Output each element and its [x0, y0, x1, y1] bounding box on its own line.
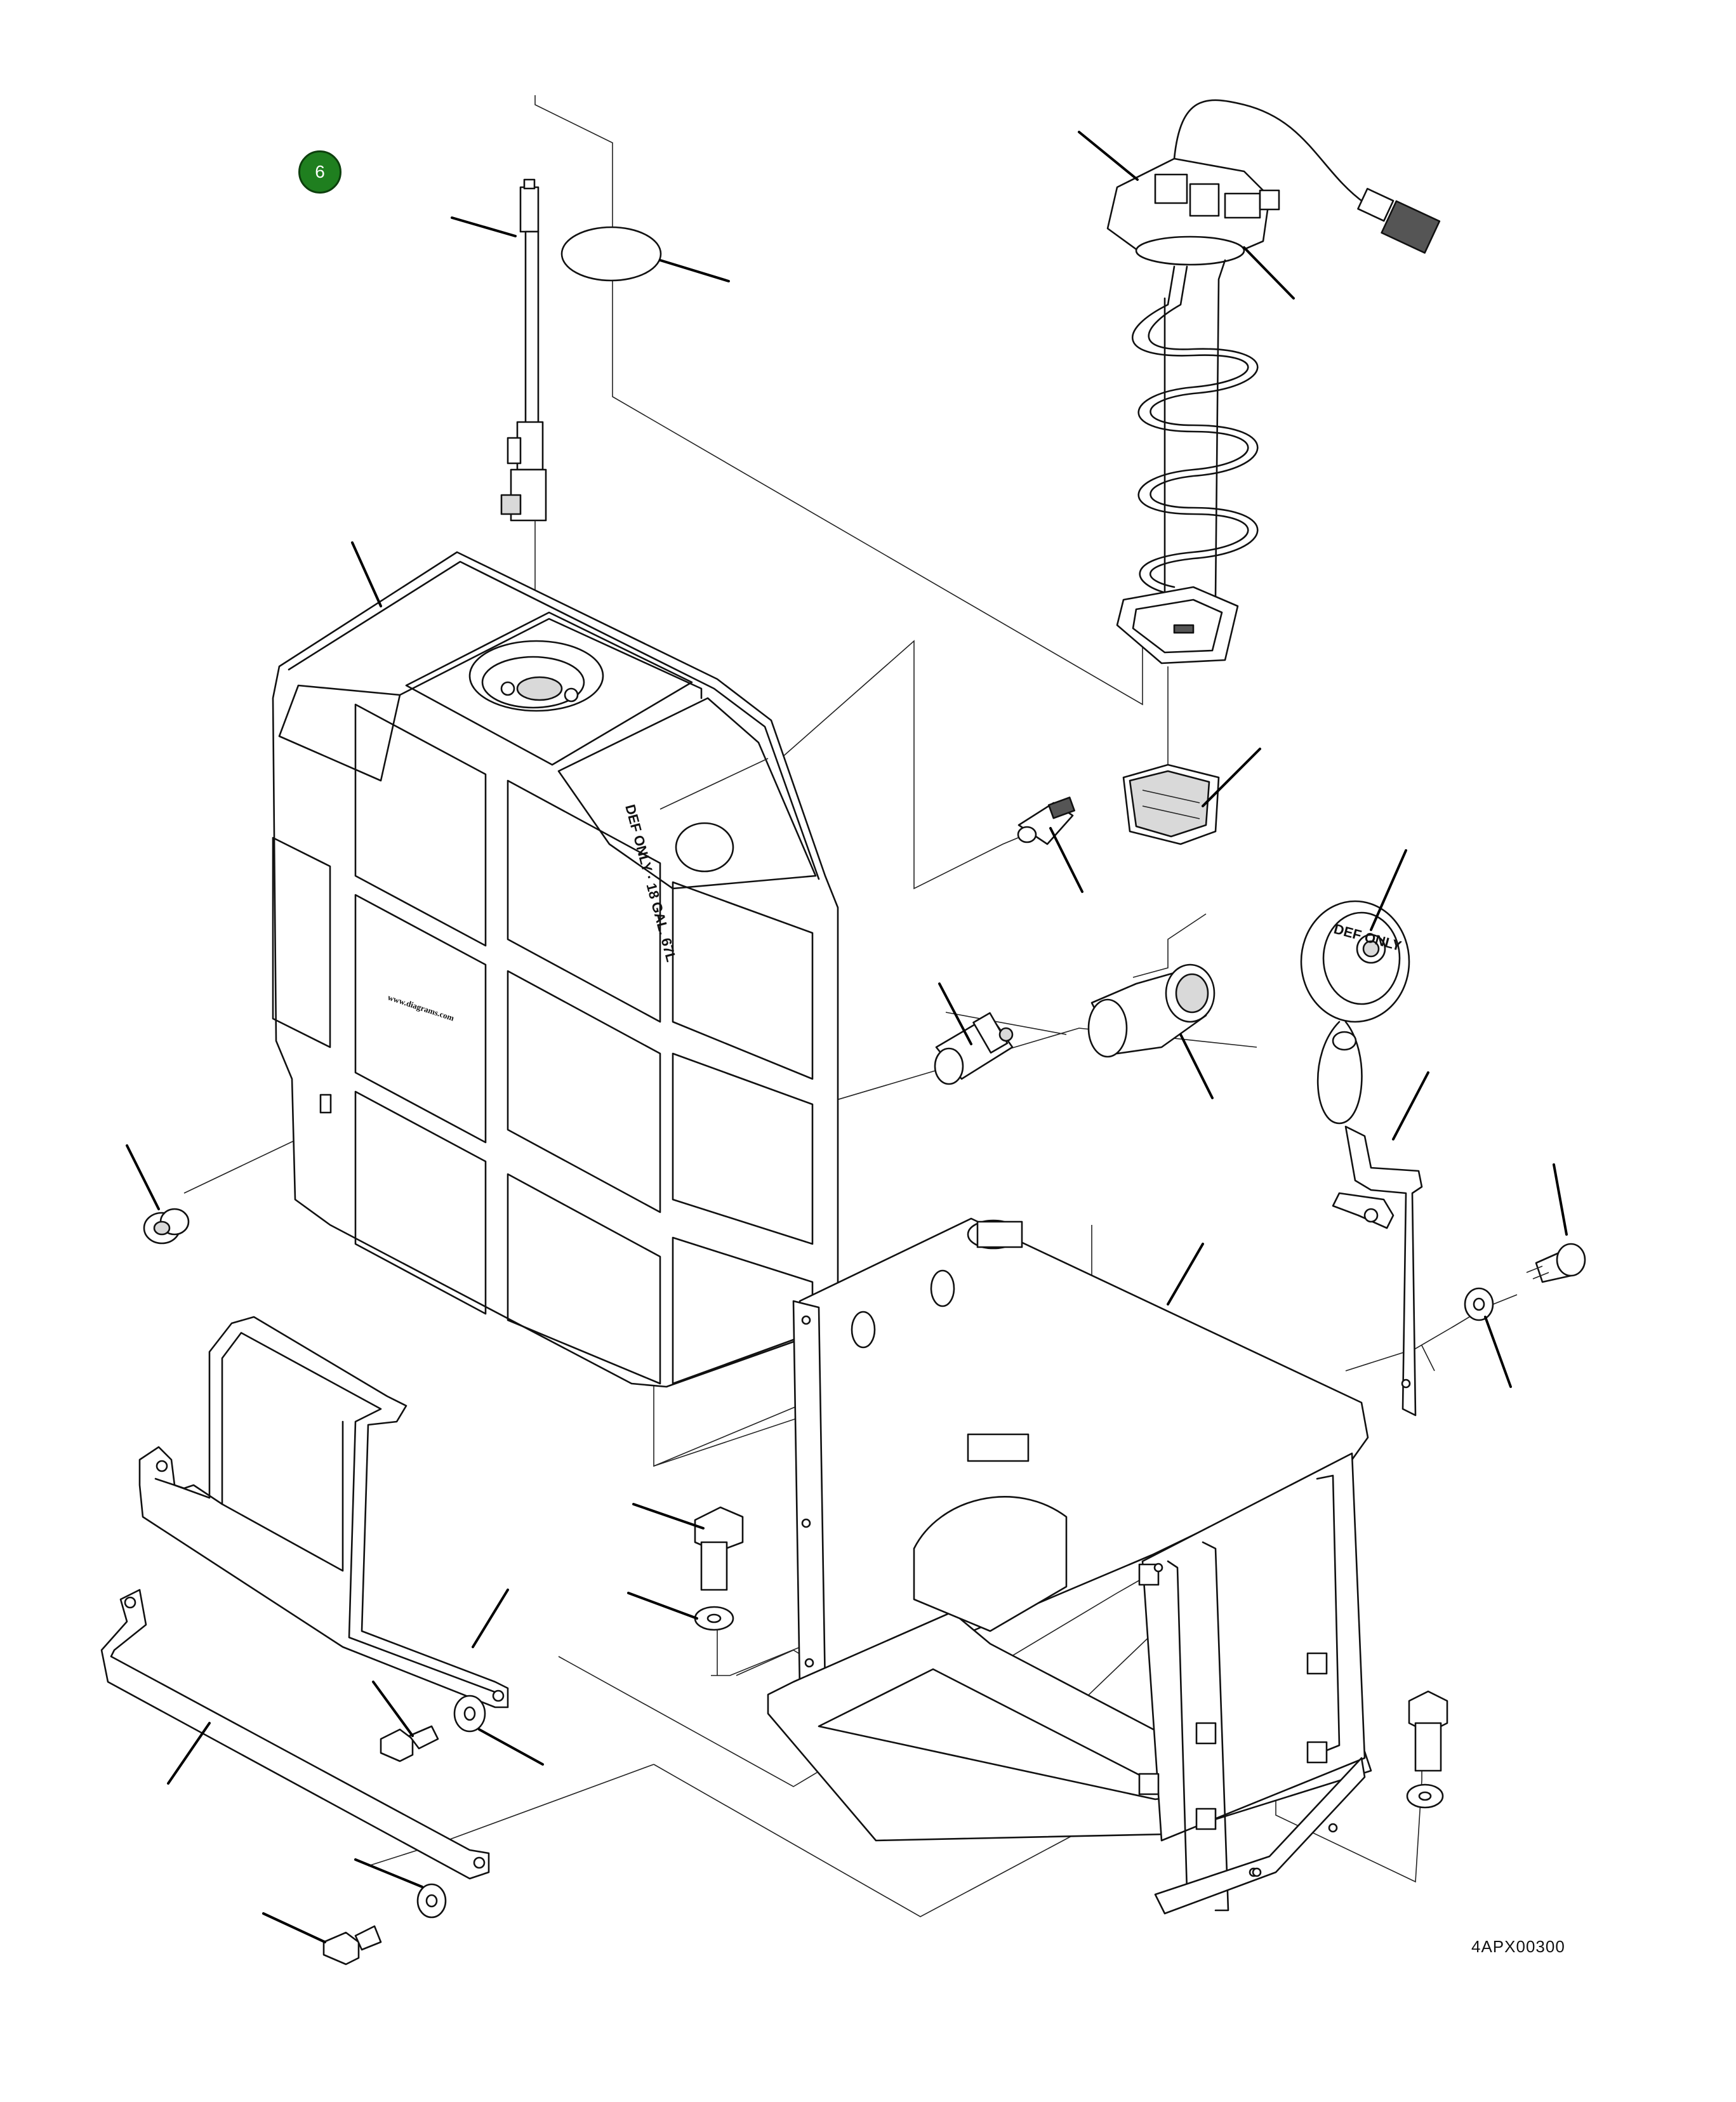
- lower-strap: [100, 1589, 490, 1880]
- def-tank: DEF ONLY · 18 GAL. 67L www.diagrams.com: [272, 551, 839, 1388]
- bracket-bolt: [1526, 1243, 1586, 1283]
- filler-adapter: [934, 1012, 1014, 1085]
- gasket-seal: [560, 226, 662, 282]
- filler-neck: [1087, 963, 1216, 1058]
- level-sensor-rod: [500, 178, 547, 673]
- strap-bolt-upper: [380, 1725, 439, 1762]
- drawing-code-label: 4APX00300: [1471, 1937, 1565, 1956]
- pump-heater-module: [1106, 99, 1441, 771]
- drain-plug: [143, 1208, 190, 1245]
- filler-cap: DEF ONLY: [1300, 900, 1410, 1125]
- upright-bracket: [1332, 1125, 1423, 1417]
- callout-number-badge[interactable]: 6: [298, 150, 341, 194]
- hold-down-strap: [138, 1316, 509, 1709]
- strainer-filter: [1122, 763, 1220, 845]
- leader-lines: [126, 131, 1568, 1943]
- tray-bolt-right: [1408, 1690, 1448, 1772]
- temperature-sensor: [1017, 797, 1075, 845]
- tray-bolt-center: [694, 1506, 744, 1591]
- strap-bolt-lower: [322, 1925, 382, 1966]
- mounting-tray: [767, 1217, 1372, 1915]
